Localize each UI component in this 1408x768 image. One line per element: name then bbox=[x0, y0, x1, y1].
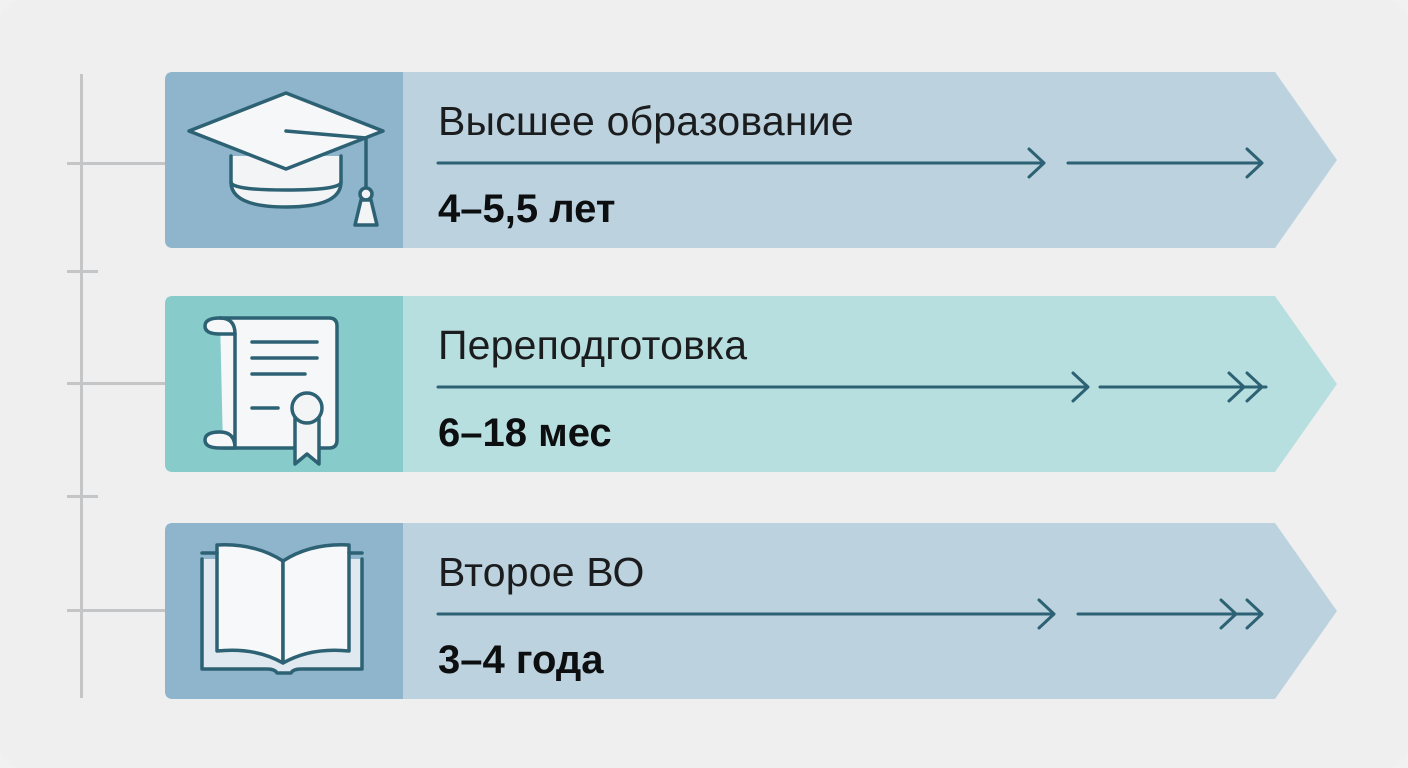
timeline-tick bbox=[67, 495, 98, 498]
diploma-certificate-icon bbox=[165, 296, 403, 472]
row-second-degree: Второе ВО 3–4 года bbox=[165, 523, 1340, 699]
graduation-cap-icon bbox=[165, 72, 403, 248]
timeline-tick bbox=[67, 270, 98, 273]
row-duration: 4–5,5 лет bbox=[438, 187, 616, 231]
progress-arrow-last bbox=[1088, 598, 1264, 630]
timeline-connector bbox=[67, 162, 166, 165]
progress-arrow-last bbox=[1098, 371, 1264, 403]
row-higher-education: Высшее образование 4–5,5 лет bbox=[165, 72, 1340, 248]
arrow-band bbox=[165, 296, 1337, 472]
row-title: Высшее образование bbox=[438, 98, 854, 144]
timeline-line bbox=[80, 74, 83, 698]
arrow-band bbox=[165, 523, 1337, 699]
row-duration: 6–18 мес bbox=[438, 411, 612, 455]
timeline-connector bbox=[67, 382, 166, 385]
open-book-icon bbox=[165, 523, 403, 699]
row-title: Переподготовка bbox=[438, 322, 748, 368]
arrow-band bbox=[165, 72, 1337, 248]
row-title: Второе ВО bbox=[438, 549, 645, 595]
row-duration: 3–4 года bbox=[438, 638, 604, 682]
progress-arrows bbox=[436, 147, 1264, 179]
row-retraining: Переподготовка 6–18 мес bbox=[165, 296, 1340, 472]
timeline-connector bbox=[67, 609, 166, 612]
